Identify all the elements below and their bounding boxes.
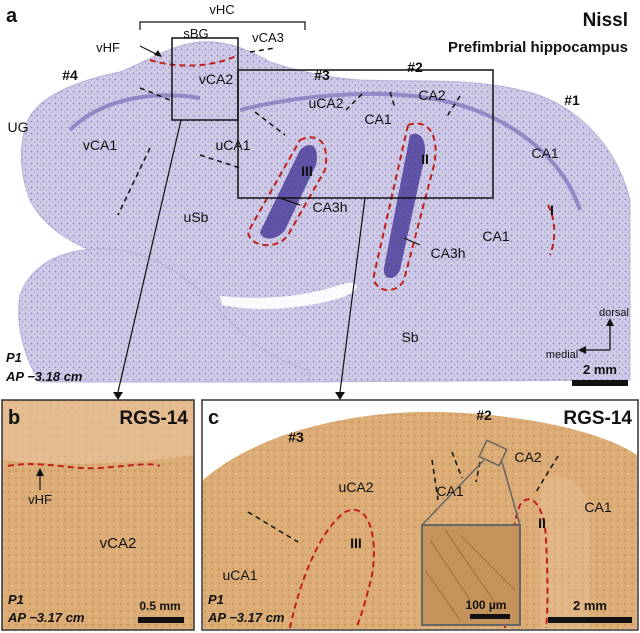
arrowhead-b (113, 392, 123, 400)
red-dashed-outlines (149, 55, 556, 291)
label-vca3: vCA3 (252, 30, 284, 45)
outline-vhf (149, 55, 237, 67)
age-label-b: P1 (8, 592, 24, 607)
label-vca2: vCA2 (199, 71, 233, 87)
panel-b-dashed-vhf (7, 463, 161, 470)
label-c-ca2: CA2 (514, 449, 541, 465)
label-sbg: sBG (183, 26, 208, 41)
vhc-bracket (139, 21, 306, 30)
panel-c-hole (540, 476, 590, 629)
label-c-ca1-a: CA1 (436, 483, 463, 499)
box-4 (171, 37, 239, 121)
region-separators (117, 47, 461, 216)
panel-letter-a: a (6, 5, 18, 27)
label-vca1: vCA1 (83, 137, 117, 153)
label-medial: medial (546, 349, 578, 361)
label-b-vca2: vCA2 (100, 535, 137, 552)
outline-i (547, 204, 556, 256)
panel-b: b RGS-14 vHF vCA2 0.5 mm P1 AP −3.17 cm (1, 399, 195, 631)
orientation-arrows (585, 325, 611, 351)
label-c-n2: #2 (476, 407, 492, 423)
scale-label-a: 2 mm (583, 362, 617, 377)
label-ii: II (421, 151, 429, 167)
label-b-vhf: vHF (28, 492, 52, 507)
label-ug: UG (8, 119, 29, 135)
label-ca3h-a: CA3h (312, 199, 347, 215)
inset-scale-bar (470, 614, 510, 619)
scale-bar-c (548, 617, 632, 623)
label-c-ca1-b: CA1 (584, 499, 611, 515)
scale-bar-a (572, 380, 628, 386)
vhf-arrow-head (154, 50, 162, 57)
scale-label-c: 2 mm (573, 598, 607, 613)
panel-letter-c: c (208, 407, 219, 429)
inset-connector-l (421, 459, 485, 526)
label-i: I (550, 202, 554, 218)
inset-source-box (478, 439, 508, 467)
panel-b-light-top (3, 401, 193, 464)
label-uca1: uCA1 (215, 137, 250, 153)
subtitle-label: Prefimbrial hippocampus (448, 39, 628, 56)
label-c-ii: II (538, 515, 546, 531)
label-c-uca2: uCA2 (338, 479, 373, 495)
panel-c-tissue (203, 411, 637, 629)
label-n1: #1 (564, 92, 580, 108)
label-n2: #2 (407, 59, 423, 75)
label-usb: uSb (184, 209, 209, 225)
ventricle-gap (220, 282, 357, 310)
stain-label-a: Nissl (583, 10, 628, 31)
age-label-a: P1 (6, 350, 22, 365)
outline-iii (246, 136, 328, 247)
panel-c: c RGS-14 #3 #2 uCA2 CA1 CA2 CA1 uCA1 III… (201, 399, 639, 631)
stain-label-c: RGS-14 (563, 408, 632, 429)
ca3h-band-ii (383, 133, 426, 279)
label-vhc: vHC (209, 2, 234, 17)
nissl-tissue-lower (18, 248, 311, 383)
label-dorsal: dorsal (599, 307, 629, 319)
label-uca2: uCA2 (308, 95, 343, 111)
pyramidal-layer (239, 91, 582, 211)
label-c-uca1: uCA1 (222, 567, 257, 583)
scale-bar-b (138, 617, 184, 623)
label-ca2: CA2 (418, 87, 445, 103)
ap-label-b: AP −3.17 cm (7, 610, 85, 625)
c-outline-iii (289, 508, 375, 629)
label-n3: #3 (314, 67, 330, 83)
label-ca1-mid: CA1 (364, 111, 391, 127)
label-ca3h-b: CA3h (430, 245, 465, 261)
inset-fibers (424, 529, 516, 621)
panel-a: a Nissl Prefimbrial hippocampus vHC sBG … (5, 2, 631, 400)
label-c-n3: #3 (288, 429, 304, 445)
scale-label-b: 0.5 mm (139, 599, 180, 613)
label-c-iii: III (350, 535, 362, 551)
dorsal-arrowhead (606, 318, 614, 326)
ca3h-arrow-b (403, 237, 421, 246)
connector-b (117, 119, 182, 393)
ap-label-c: AP −3.17 cm (207, 610, 285, 625)
medial-arrowhead (578, 346, 586, 354)
stain-label-b: RGS-14 (119, 408, 188, 429)
ca3h-arrow-a (279, 197, 301, 206)
label-ca1-low: CA1 (482, 228, 509, 244)
outline-ii (372, 122, 437, 291)
pyramidal-layer-2 (68, 93, 201, 132)
connector-c (339, 197, 366, 393)
inset-scale-label: 100 µm (466, 598, 507, 612)
vhf-b-arrowhead (36, 468, 44, 476)
ap-label-a: AP −3.18 cm (5, 369, 83, 384)
label-sb: Sb (401, 329, 418, 345)
age-label-c: P1 (208, 592, 224, 607)
arrowhead-c (335, 392, 345, 400)
label-ca1-right: CA1 (531, 145, 558, 161)
inset-connector-r (501, 461, 521, 526)
ca3h-band-iii (260, 145, 317, 239)
label-n4: #4 (62, 67, 78, 83)
label-vhf: vHF (96, 40, 120, 55)
box-2 (237, 69, 494, 199)
panel-letter-b: b (8, 407, 20, 429)
label-iii: III (301, 163, 313, 179)
inset-image (421, 524, 521, 626)
